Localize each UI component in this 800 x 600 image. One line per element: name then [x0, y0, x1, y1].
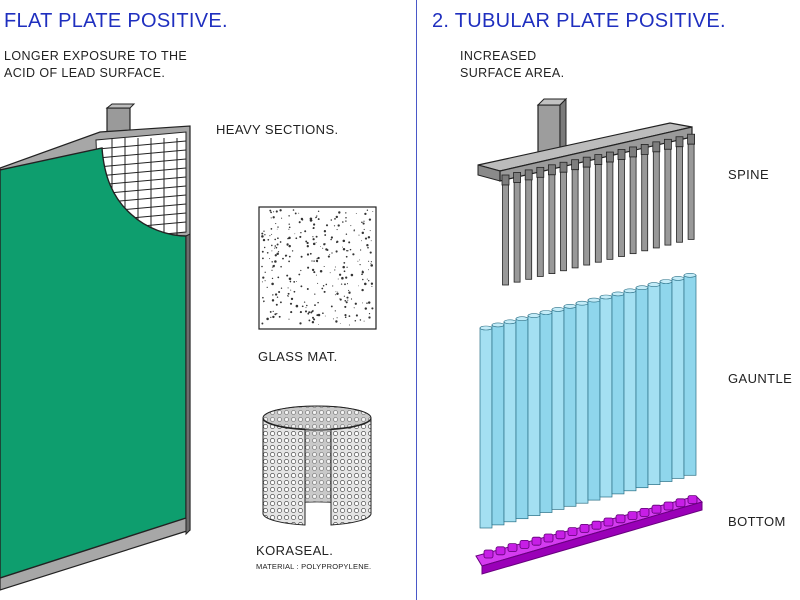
section-divider — [416, 0, 417, 600]
heavy-sections-label: HEAVY SECTIONS. — [216, 122, 339, 137]
tubular-plate-heading: 2. TUBULAR PLATE POSITIVE. — [432, 10, 726, 32]
glass-mat-illustration — [258, 206, 377, 330]
flat-plate-illustration — [0, 103, 191, 591]
flat-plate-note-line-2: ACID OF LEAD SURFACE. — [4, 66, 166, 80]
gauntlet-label: GAUNTLE — [728, 371, 793, 386]
glass-mat-label: GLASS MAT. — [258, 349, 338, 364]
gauntlet-illustration — [479, 272, 697, 529]
flat-plate-heading: FLAT PLATE POSITIVE. — [4, 10, 228, 32]
spine-label: SPINE — [728, 167, 770, 182]
plate-lug — [105, 103, 136, 137]
koraseal-label: KORASEAL. — [256, 543, 334, 558]
green-paste-plate — [0, 147, 187, 579]
flat-plate-note-line-1: LONGER EXPOSURE TO THE — [4, 49, 188, 63]
spine-illustration — [477, 97, 696, 286]
tubular-plate-note-line-1: INCREASED — [460, 49, 537, 63]
tubular-plate-note-line-2: SURFACE AREA. — [460, 66, 565, 80]
koraseal-illustration — [262, 405, 372, 526]
bottom-bar-label: BOTTOM — [728, 514, 786, 529]
koraseal-material-label: MATERIAL : POLYPROPYLENE. — [256, 562, 372, 571]
bottom-bar-illustration — [475, 495, 703, 575]
